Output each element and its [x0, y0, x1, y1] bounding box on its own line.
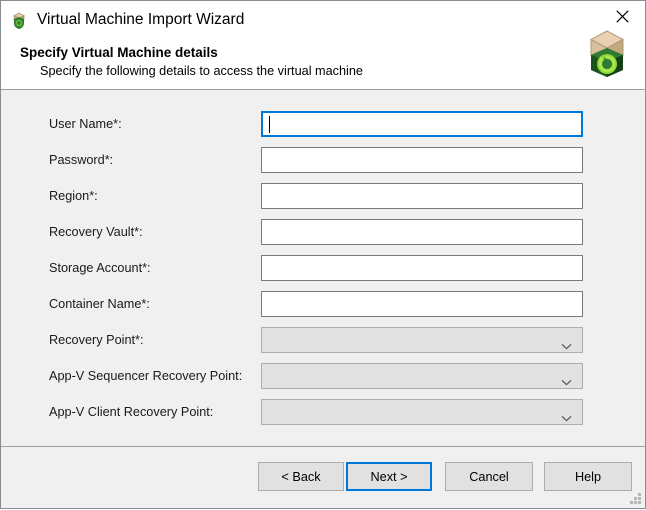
chevron-down-icon: [561, 409, 572, 421]
container-name-input[interactable]: [261, 291, 583, 317]
text-caret: [269, 116, 270, 133]
box-refresh-icon: [581, 28, 633, 80]
form-row-recovery-vault: Recovery Vault*:: [1, 214, 645, 250]
chevron-down-icon: [561, 373, 572, 385]
help-button[interactable]: Help: [544, 462, 632, 491]
storage-account-input[interactable]: [261, 255, 583, 281]
recovery-point-select[interactable]: [261, 327, 583, 353]
package-shield-icon: [10, 12, 28, 30]
next-button[interactable]: Next >: [346, 462, 432, 491]
appv-sequencer-recovery-point-select[interactable]: [261, 363, 583, 389]
region-input[interactable]: [261, 183, 583, 209]
resize-grip-icon[interactable]: [629, 492, 642, 505]
label-appv-sequencer-recovery-point: App-V Sequencer Recovery Point:: [49, 369, 243, 383]
wizard-footer: < Back Next > Cancel Help: [1, 446, 645, 508]
label-user-name: User Name*:: [49, 117, 122, 131]
form-row-recovery-point: Recovery Point*:: [1, 322, 645, 358]
recovery-vault-input[interactable]: [261, 219, 583, 245]
page-subtitle: Specify the following details to access …: [40, 64, 363, 78]
label-recovery-point: Recovery Point*:: [49, 333, 144, 347]
user-name-input[interactable]: [261, 111, 583, 137]
appv-client-recovery-point-select[interactable]: [261, 399, 583, 425]
label-password: Password*:: [49, 153, 114, 167]
form-row-appv-client-recovery-point: App-V Client Recovery Point:: [1, 394, 645, 430]
chevron-down-icon: [561, 337, 572, 349]
form-row-storage-account: Storage Account*:: [1, 250, 645, 286]
back-button[interactable]: < Back: [258, 462, 344, 491]
label-appv-client-recovery-point: App-V Client Recovery Point:: [49, 405, 214, 419]
title-bar: Virtual Machine Import Wizard: [1, 1, 645, 39]
form-row-user-name: User Name*:: [1, 106, 645, 142]
cancel-button[interactable]: Cancel: [445, 462, 533, 491]
window-title: Virtual Machine Import Wizard: [37, 11, 245, 28]
close-icon[interactable]: [600, 1, 645, 31]
label-region: Region*:: [49, 189, 98, 203]
page-title: Specify Virtual Machine details: [20, 45, 218, 60]
form-row-region: Region*:: [1, 178, 645, 214]
form-area: User Name*: Password*: Region*: Recovery…: [1, 90, 645, 446]
label-container-name: Container Name*:: [49, 297, 150, 311]
wizard-header: Specify Virtual Machine details Specify …: [1, 30, 645, 90]
label-recovery-vault: Recovery Vault*:: [49, 225, 143, 239]
form-row-container-name: Container Name*:: [1, 286, 645, 322]
form-row-password: Password*:: [1, 142, 645, 178]
password-input[interactable]: [261, 147, 583, 173]
label-storage-account: Storage Account*:: [49, 261, 151, 275]
form-row-appv-sequencer-recovery-point: App-V Sequencer Recovery Point:: [1, 358, 645, 394]
